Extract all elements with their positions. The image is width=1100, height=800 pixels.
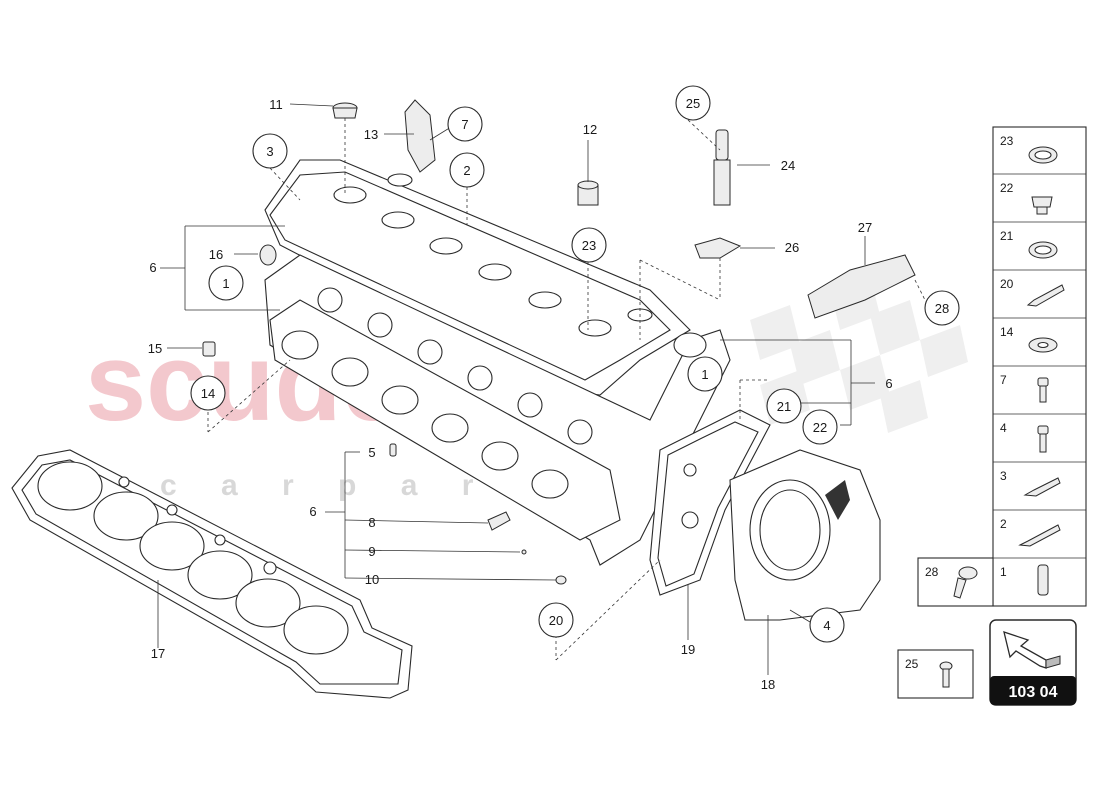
label-19: 19	[681, 642, 695, 657]
label-27: 27	[858, 220, 872, 235]
legend-cell-25: 25	[905, 657, 919, 671]
pin-icon-1	[1037, 564, 1049, 596]
label-24: 24	[781, 158, 795, 173]
legend-cell-4: 4	[1000, 421, 1007, 435]
label-6-side: 6	[885, 376, 892, 391]
cylinder-head	[264, 254, 731, 566]
legend-cell-28: 28	[925, 565, 939, 579]
label-18: 18	[761, 677, 775, 692]
label-6-head: 6	[149, 260, 156, 275]
bolt-icon-20	[1026, 284, 1065, 307]
label-12: 12	[583, 122, 597, 137]
label-5: 5	[368, 445, 375, 460]
diagram-code: 103 04	[1009, 684, 1058, 701]
callout-14: 14	[201, 386, 215, 401]
bolt-icon-28	[958, 566, 978, 580]
callout-25: 25	[686, 96, 700, 111]
callout-1-head: 1	[222, 276, 229, 291]
label-17: 17	[151, 646, 165, 661]
label-8: 8	[368, 515, 375, 530]
label-15: 15	[148, 341, 162, 356]
leader-lines	[157, 103, 875, 675]
label-10: 10	[365, 572, 379, 587]
label-16: 16	[209, 247, 223, 262]
dashed-guides	[207, 118, 926, 661]
callout-20: 20	[549, 613, 563, 628]
small-parts	[202, 99, 916, 585]
timing-cover	[729, 449, 881, 621]
legend-cell-14: 14	[1000, 325, 1014, 339]
bolt-icon-2	[1018, 524, 1061, 547]
legend-cell-3: 3	[1000, 469, 1007, 483]
callout-4: 4	[823, 618, 830, 633]
callout-7: 7	[461, 117, 468, 132]
legend-cell-7: 7	[1000, 373, 1007, 387]
callout-1-side: 1	[701, 367, 708, 382]
legend-cell-22: 22	[1000, 181, 1014, 195]
legend-cell-1: 1	[1000, 565, 1007, 579]
callout-circles: 3 7 2 25 23 1 14 28 1 21 22 20 4	[190, 85, 960, 643]
screw-icon-4	[1037, 425, 1049, 435]
part-labels: 11 13 12 24 26 27 16 6 15 6 5 6 8 9 10 1…	[148, 97, 893, 692]
callout-2: 2	[463, 163, 470, 178]
valve-cover	[264, 159, 691, 396]
label-9: 9	[368, 544, 375, 559]
legend-cell-2: 2	[1000, 517, 1007, 531]
bolt-icon-3	[1023, 477, 1061, 497]
label-13: 13	[364, 127, 378, 142]
label-11: 11	[269, 97, 283, 112]
screw-icon-7	[1037, 377, 1049, 387]
callout-23: 23	[582, 238, 596, 253]
timing-cover-gasket	[649, 409, 771, 596]
plug-icon-22	[1031, 196, 1053, 208]
label-26: 26	[785, 240, 799, 255]
legend-cell-23: 23	[1000, 134, 1014, 148]
legend-cell-20: 20	[1000, 277, 1014, 291]
legend-cell-21: 21	[1000, 229, 1014, 243]
callout-3: 3	[266, 144, 273, 159]
parts-legend: 23 22 21 20 14 7 4 3 2 1 28 25	[897, 126, 1087, 706]
callout-22: 22	[813, 420, 827, 435]
callout-21: 21	[777, 399, 791, 414]
head-gasket	[11, 449, 413, 699]
callout-28: 28	[935, 301, 949, 316]
label-6-lower: 6	[309, 504, 316, 519]
